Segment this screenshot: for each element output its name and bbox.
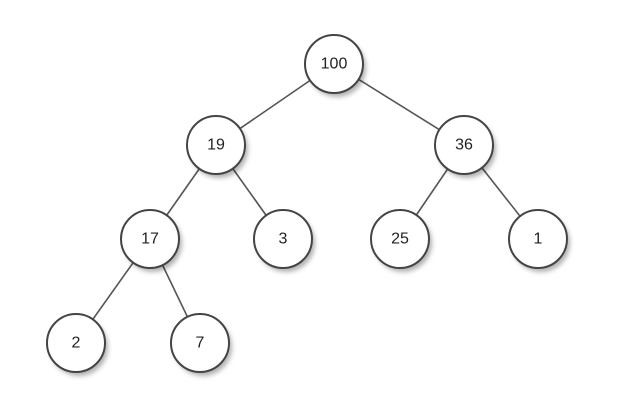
node-label: 100: [321, 56, 348, 73]
tree-node: 2: [46, 313, 108, 376]
tree-node: 17: [120, 209, 182, 272]
node-circle: [508, 209, 568, 269]
tree-node: 1: [508, 209, 570, 272]
node-label: 19: [207, 137, 225, 154]
tree-node: 36: [434, 115, 496, 178]
tree-node: 19: [186, 115, 248, 178]
tree-node: 7: [170, 313, 232, 376]
node-label: 7: [196, 335, 205, 352]
node-circle: [186, 115, 246, 175]
node-circle: [170, 313, 230, 373]
node-circle: [253, 209, 313, 269]
tree-node: 100: [304, 34, 366, 97]
node-label: 25: [391, 231, 409, 248]
node-label: 3: [279, 231, 288, 248]
tree-edges: [75, 63, 539, 344]
node-label: 17: [141, 231, 159, 248]
node-circle: [434, 115, 494, 175]
node-label: 2: [72, 335, 81, 352]
node-circle: [120, 209, 180, 269]
node-circle: [370, 209, 430, 269]
tree-node: 3: [253, 209, 315, 272]
node-label: 36: [455, 137, 473, 154]
node-label: 1: [534, 231, 543, 248]
tree-node: 25: [370, 209, 432, 272]
node-circle: [46, 313, 106, 373]
node-circle: [304, 34, 364, 94]
tree-nodes: 100 19 36 17 3 25 1: [46, 34, 570, 376]
